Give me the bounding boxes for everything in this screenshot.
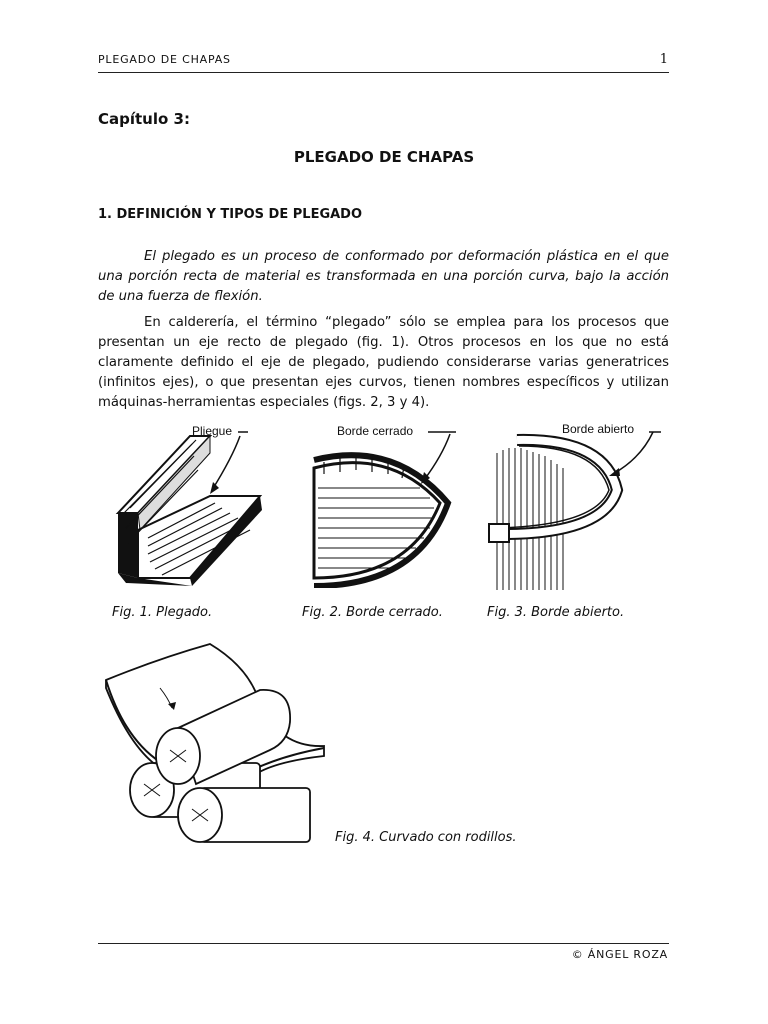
section-heading: 1. DEFINICIÓN Y TIPOS DE PLEGADO — [98, 207, 363, 222]
definition-paragraph: El plegado es un proceso de conformado p… — [98, 249, 669, 304]
figure-3-label: Borde abierto — [562, 422, 635, 436]
figure-1-caption: Fig. 1. Plegado. — [112, 605, 213, 620]
figure-1-bend — [115, 431, 263, 586]
figure-2-label: Borde cerrado — [337, 424, 414, 438]
running-header: PLEGADO DE CHAPAS — [98, 53, 231, 66]
chapter-label: Capítulo 3: — [98, 110, 190, 128]
figure-3-open-edge — [488, 431, 661, 593]
figure-3-caption: Fig. 3. Borde abierto. — [487, 605, 625, 620]
body-paragraph: En calderería, el término “plegado” sólo… — [98, 315, 669, 410]
figure-4-roll-bending — [105, 643, 325, 843]
figure-4-caption: Fig. 4. Curvado con rodillos. — [335, 830, 517, 845]
figure-2-caption: Fig. 2. Borde cerrado. — [302, 605, 443, 620]
figure-2-closed-edge — [312, 431, 456, 588]
figure-1-label: Pliegue — [192, 424, 233, 438]
footer-rule — [98, 943, 669, 944]
header-rule — [98, 72, 669, 73]
page-number: 1 — [659, 52, 668, 67]
page-title: PLEGADO DE CHAPAS — [293, 148, 475, 166]
copyright-footer: © ÁNGEL ROZA — [571, 948, 668, 961]
